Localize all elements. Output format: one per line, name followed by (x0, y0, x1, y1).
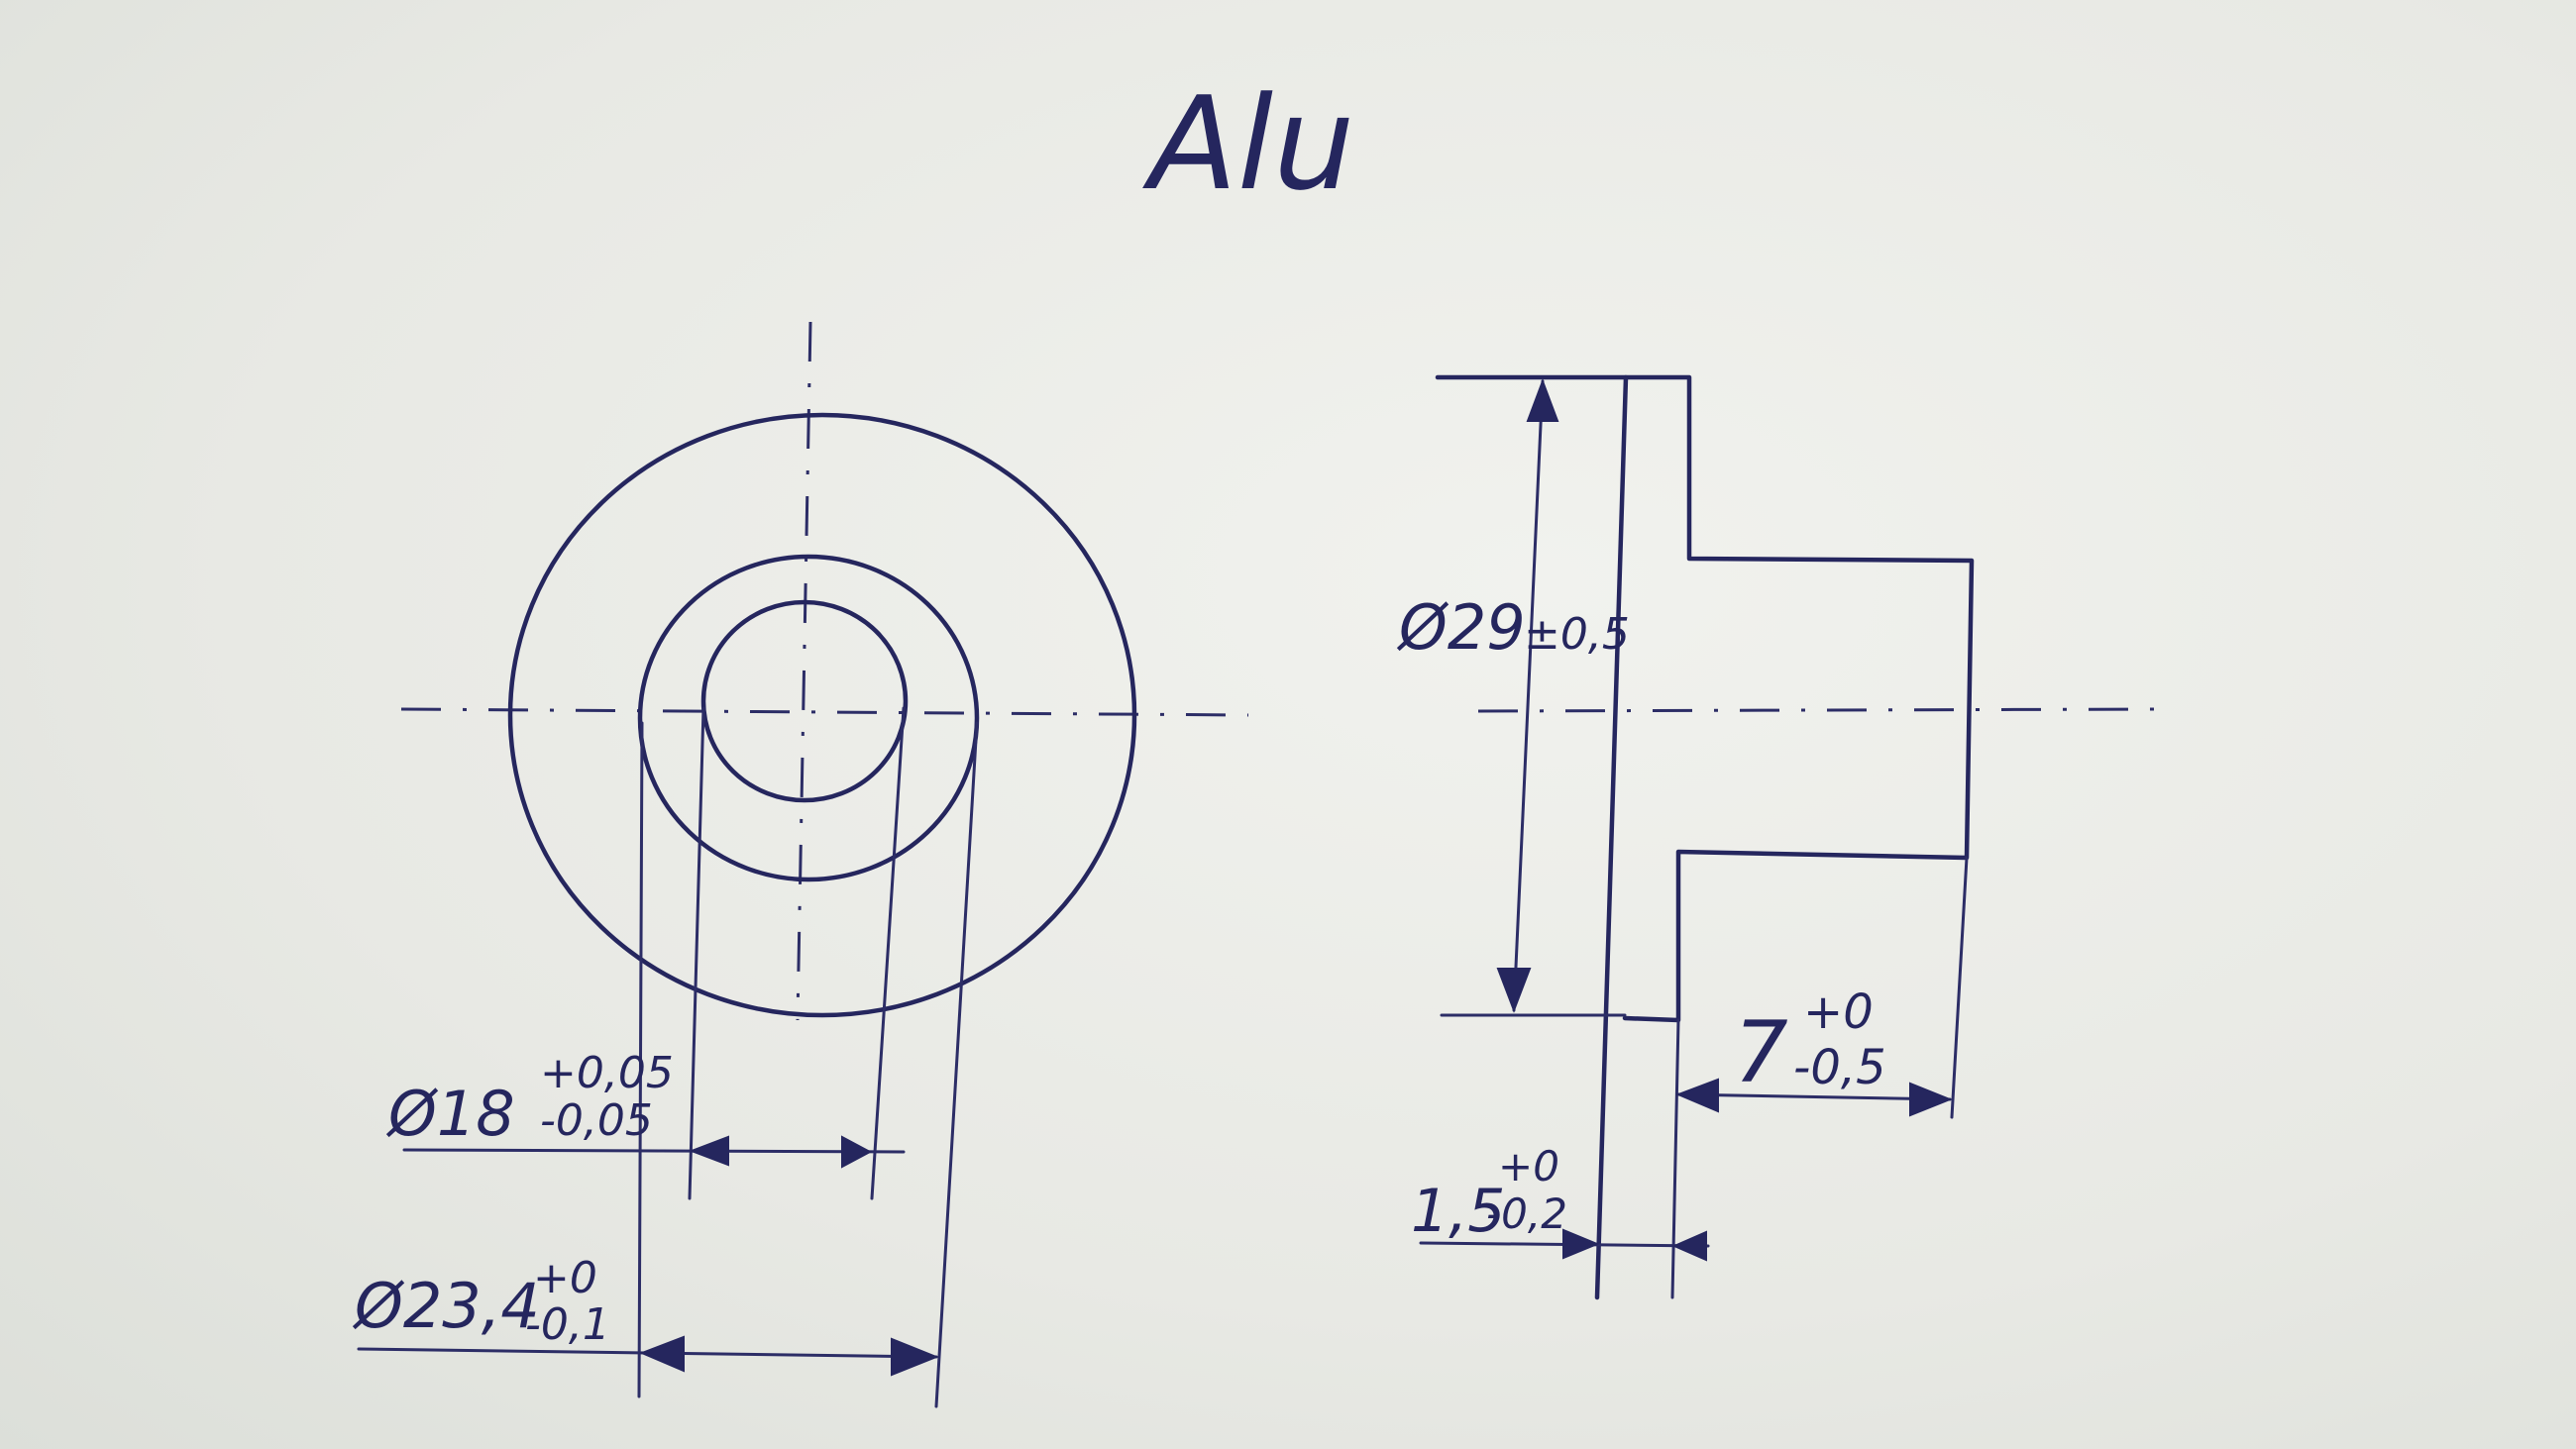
thickness-label: 1,5 (1411, 1177, 1505, 1246)
length-upper-tol: +0 (1803, 984, 1874, 1040)
outer-lower-tol: -0,1 (525, 1299, 610, 1350)
bore-circle (700, 599, 909, 803)
bore-lower-tol: -0,05 (540, 1095, 653, 1146)
dimension-line-length (1676, 1092, 1952, 1101)
extension-line (1670, 1018, 1680, 1299)
arrow-icon (841, 1135, 873, 1169)
flange-diameter-tol: ±0,5 (1524, 609, 1630, 660)
length-label: 7 (1734, 1003, 1788, 1102)
side-view: Ø29 ±0,5 7 +0 -0,5 1,5 +0 -0,2 (1396, 374, 2161, 1300)
arrow-icon (891, 1337, 939, 1377)
arrow-icon (1496, 968, 1532, 1013)
arrow-icon (1671, 1230, 1707, 1262)
horizontal-centerline (400, 707, 1249, 717)
vertical-centerline (796, 321, 812, 1021)
front-view: Ø18 +0,05 -0,05 Ø23,4 +0 -0,1 (352, 321, 1249, 1408)
arrow-icon (639, 1335, 685, 1373)
axis-centerline (1477, 707, 2161, 713)
extension-line (870, 706, 906, 1200)
flange-outer-circle (507, 412, 1137, 1018)
part-outline (1435, 374, 1975, 1023)
bore-diameter-label: Ø18 (385, 1078, 515, 1150)
flange-face-line (1594, 374, 1629, 1300)
extension-line (934, 721, 979, 1408)
length-lower-tol: -0,5 (1793, 1040, 1886, 1095)
dimension-line-bore (402, 1148, 906, 1154)
outer-diameter-label: Ø23,4 (352, 1270, 540, 1342)
dimension-line-flange (1512, 379, 1545, 1012)
outer-upper-tol: +0 (533, 1253, 597, 1303)
material-title: Alu (1142, 68, 1354, 219)
thickness-upper-tol: +0 (1498, 1142, 1559, 1190)
arrow-icon (689, 1135, 729, 1167)
arrow-icon (1526, 378, 1559, 422)
extension-line (637, 721, 644, 1398)
flange-diameter-label: Ø29 (1396, 591, 1526, 664)
arrow-icon (1562, 1228, 1600, 1260)
arrow-icon (1909, 1082, 1953, 1117)
thickness-lower-tol: -0,2 (1486, 1190, 1567, 1238)
arrow-icon (1675, 1078, 1719, 1113)
extension-line (688, 706, 705, 1200)
bore-upper-tol: +0,05 (540, 1048, 674, 1098)
extension-line (1950, 856, 1969, 1119)
outer-diameter-circle (637, 554, 980, 882)
